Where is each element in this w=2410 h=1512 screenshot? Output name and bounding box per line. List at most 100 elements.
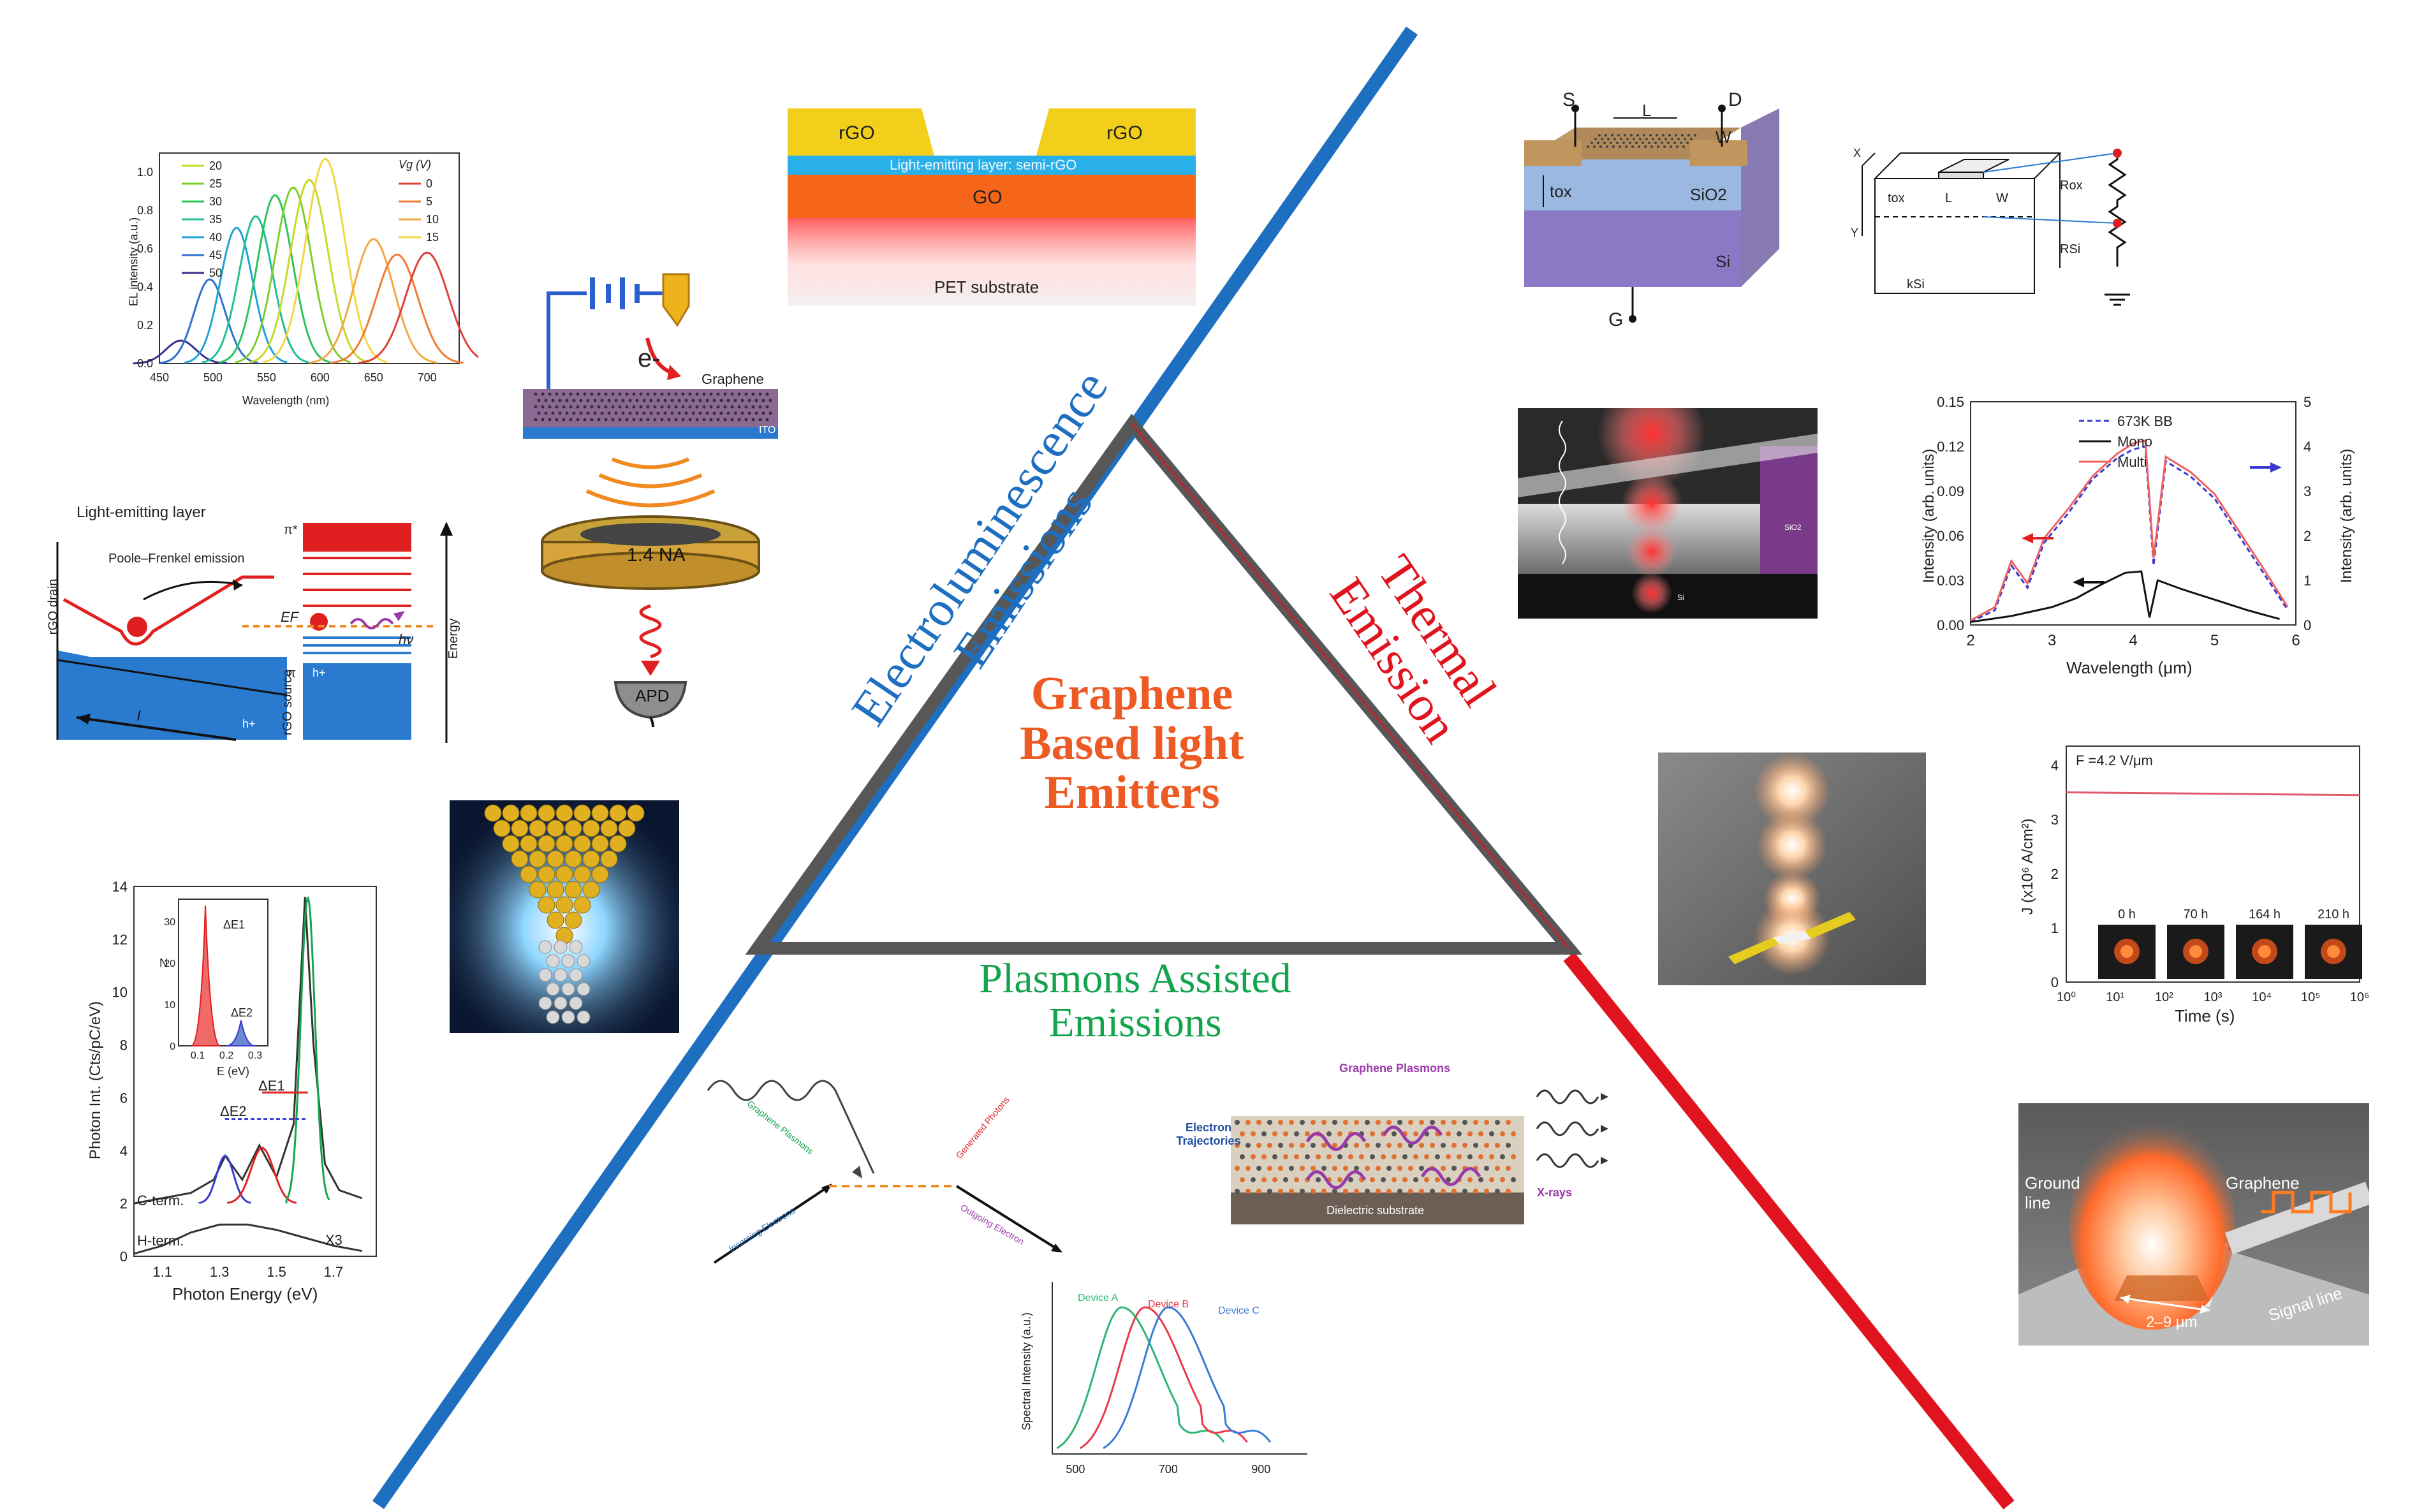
graphene-slab bbox=[523, 389, 778, 427]
graphene-atom bbox=[705, 411, 709, 415]
xray-atom bbox=[1489, 1154, 1494, 1159]
emission-spot-core bbox=[2120, 945, 2133, 958]
graphene-atom bbox=[639, 418, 643, 422]
mosfet-graphene-atom bbox=[1643, 134, 1645, 136]
xray-atom bbox=[1332, 1120, 1337, 1125]
xray-atom bbox=[1343, 1120, 1348, 1125]
tip-atom bbox=[493, 819, 511, 837]
inset-y-tick: 30 bbox=[164, 917, 175, 928]
current-y-tick: 4 bbox=[2051, 758, 2059, 774]
xray-atom bbox=[1348, 1177, 1353, 1182]
spectral-x-tick: 700 bbox=[1159, 1463, 1178, 1476]
hole-label: h+ bbox=[312, 666, 326, 679]
tm-rox-label: Rox bbox=[2060, 179, 2083, 193]
graphene-atom bbox=[649, 399, 653, 402]
mosfet-graphene-atom bbox=[1664, 138, 1667, 140]
rgo-drain-label: rGO drain bbox=[46, 578, 61, 635]
xray-atom bbox=[1256, 1143, 1261, 1148]
xray-atom bbox=[1424, 1154, 1429, 1159]
peak-component-1 bbox=[198, 1154, 251, 1204]
graphene-atom bbox=[649, 411, 653, 415]
rgo-device-illustration bbox=[788, 108, 1196, 306]
spectral-chart-ylabel: Spectral Intensity (a.u.) bbox=[1020, 1312, 1033, 1431]
el-series-35 bbox=[201, 215, 309, 364]
el-legend-label: 0 bbox=[426, 177, 432, 190]
graphene-atom bbox=[562, 405, 566, 409]
poole-frenkel-label: Poole–Frenkel emission bbox=[108, 552, 245, 566]
xray-atom bbox=[1251, 1177, 1256, 1182]
el-series-10 bbox=[309, 238, 438, 364]
el-y-tick: 0.6 bbox=[137, 242, 153, 255]
graphene-atom bbox=[541, 418, 545, 422]
thermal-legend-label: Multi bbox=[2117, 454, 2147, 470]
mosfet-graphene-atom bbox=[1675, 134, 1677, 136]
mosfet-graphene-atom bbox=[1591, 142, 1593, 144]
el-legend-label: 40 bbox=[209, 231, 222, 244]
xray-atom bbox=[1376, 1166, 1381, 1171]
xray-atom bbox=[1365, 1166, 1370, 1171]
xray-atom bbox=[1240, 1177, 1245, 1182]
xray-atom bbox=[1311, 1189, 1316, 1194]
thermal-x-tick: 6 bbox=[2291, 632, 2300, 649]
current-chart-ylabel: J (x10⁶ A/cm²) bbox=[2019, 818, 2036, 915]
xray-atom bbox=[1300, 1120, 1305, 1125]
inset-y-tick: 10 bbox=[164, 1000, 175, 1011]
graphene-atom bbox=[695, 392, 699, 396]
xray-atom bbox=[1473, 1120, 1478, 1125]
mosfet-graphene-atom bbox=[1668, 134, 1671, 136]
graphene-atom bbox=[590, 405, 594, 409]
inset-frame bbox=[178, 899, 268, 1046]
xray-atom bbox=[1321, 1143, 1326, 1148]
mosfet-graphene-atom bbox=[1599, 145, 1602, 148]
graphene-atom bbox=[663, 399, 667, 402]
graphene-atom bbox=[765, 405, 769, 409]
ribbon-atom bbox=[546, 1010, 560, 1024]
xray-atom bbox=[1343, 1166, 1348, 1171]
xray-atom bbox=[1392, 1131, 1397, 1136]
graphene-atom bbox=[569, 392, 573, 396]
graphene-atom bbox=[744, 405, 748, 409]
tm-ksi-label: kSi bbox=[1907, 277, 1925, 291]
photon-x-tick: 1.1 bbox=[152, 1264, 172, 1280]
el-series-20 bbox=[249, 179, 369, 363]
graphene-atom bbox=[618, 392, 622, 396]
xray-atom bbox=[1337, 1154, 1342, 1159]
graphene-atom bbox=[558, 399, 562, 402]
emitting-layer-label: Light-emitting layer: semi-rGO bbox=[890, 157, 1077, 173]
current-x-tick: 10⁵ bbox=[2301, 990, 2321, 1004]
graphene-atom bbox=[548, 418, 552, 422]
dielectric-substrate-label: Dielectric substrate bbox=[1326, 1204, 1425, 1217]
ribbon-atom bbox=[554, 996, 568, 1010]
tip-atom bbox=[582, 850, 600, 868]
mosfet-graphene-atom bbox=[1620, 138, 1622, 140]
ribbon-atom bbox=[554, 968, 568, 982]
mosfet-graphene-atom bbox=[1587, 145, 1589, 148]
el-series-5 bbox=[330, 253, 464, 364]
graphene-atom bbox=[597, 405, 601, 409]
tm-tox-label: tox bbox=[1888, 191, 1905, 205]
thermal-y-tick-left: 0.12 bbox=[1937, 439, 1964, 455]
xray-atom bbox=[1289, 1120, 1294, 1125]
xray-atom bbox=[1451, 1143, 1457, 1148]
hv-label: hν bbox=[399, 631, 414, 647]
graphene-atom bbox=[723, 405, 727, 409]
mosfet-graphene-atom bbox=[1612, 145, 1615, 148]
graphene-atom bbox=[667, 418, 671, 422]
tip-atom bbox=[484, 804, 502, 822]
mosfet-graphene-atom bbox=[1594, 138, 1597, 140]
ground-line-label: Ground line bbox=[2025, 1173, 2080, 1212]
xray-atom bbox=[1457, 1154, 1462, 1159]
graphene-atom bbox=[544, 411, 548, 415]
xray-atom bbox=[1430, 1189, 1435, 1194]
size-label: 2–9 μm bbox=[2146, 1314, 2198, 1331]
xray-atom bbox=[1500, 1154, 1505, 1159]
xray-atom bbox=[1256, 1189, 1261, 1194]
spot-time-label: 164 h bbox=[2249, 907, 2281, 921]
xray-atom bbox=[1311, 1120, 1316, 1125]
xray-atom bbox=[1381, 1154, 1386, 1159]
graphene-atom bbox=[625, 405, 629, 409]
